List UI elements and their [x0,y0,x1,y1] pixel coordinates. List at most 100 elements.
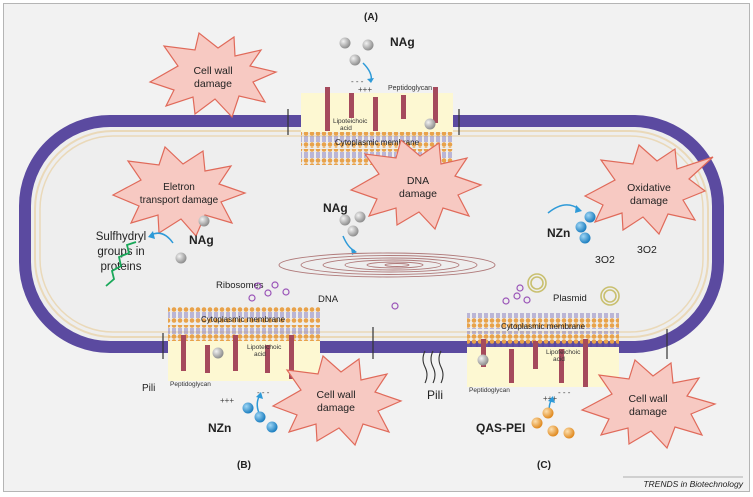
lipoteichoic-rod [289,335,294,379]
panel-a: (A) NAg - - - +++ Peptidoglycan Lipoteic… [287,12,460,165]
nag-particle [349,54,361,66]
peptidoglycan-label-c: Peptidoglycan [469,387,510,394]
nag-particle [175,252,187,264]
burst-label-line-2: damage [399,188,437,200]
nag-particle [424,118,436,130]
ribosome [516,284,524,292]
entry-arrowhead [548,396,555,403]
charge-plus-a: +++ [358,85,372,94]
pilus [430,350,436,384]
burst-label-line-2: transport damage [140,195,219,206]
nzn-particle [575,221,587,233]
nzn-label-bottom: NZn [208,421,231,435]
footer-credit: TRENDS in Biotechnology [643,479,743,489]
charge-plus-c: +++ [543,394,557,403]
ribosome [523,296,531,304]
cell-envelope-panel-c [467,347,619,387]
pilus [438,350,444,384]
dna-loop [278,252,496,278]
dna-loop [366,261,424,269]
ribosome [248,294,256,302]
lipoteichoic-line-2: acid [340,125,352,132]
lipoteichoic-rod [265,345,270,373]
nag-label-center: NAg [323,201,348,215]
lipoteichoic-rod [559,349,564,383]
pilus [422,350,428,384]
qas-pei-particle [547,425,559,437]
pili-label-center: Pili [427,388,443,402]
lipoteichoic-rod [401,95,406,119]
nag-particle [212,347,224,359]
cytoplasmic-membrane-b-upper [168,307,320,323]
nag-particle [339,37,351,49]
burst-label-line-1: Oxidative [627,182,671,194]
burst-shape [580,358,717,450]
qas-pei-label: QAS-PEI [476,421,525,435]
entry-arrowhead [256,392,263,399]
dna-loop [300,255,478,275]
protein-chain [105,241,137,287]
ribosome [502,297,510,305]
qas-pei-particle [542,407,554,419]
ribosome [271,281,279,289]
nzn-particle [266,421,278,433]
dna-loop [322,257,460,273]
ribosome [391,302,399,310]
lipoteichoic-line-1: Lipoteichoic [333,118,368,125]
ribosomes-label: Ribosomes [216,280,264,291]
sulfhydryl-line-3: proteins [101,261,142,273]
nag-particle [477,354,489,366]
burst-label: Eletron transport damage [140,182,219,206]
nag-particle [347,225,359,237]
lipoteichoic-line-1: Lipoteichoic [546,349,581,356]
cytoplasmic-membrane-label-c: Cytoplasmic membrane [501,322,586,331]
nzn-particle [242,402,254,414]
electron-transport-damage-burst: Eletron transport damage [111,145,247,238]
plasmid [530,276,544,290]
charge-minus-b: - - - [257,388,270,397]
antimicrobial-mechanism-diagram: (A) NAg - - - +++ Peptidoglycan Lipoteic… [3,3,750,492]
dna-loop [344,259,442,271]
nzn-particle [584,211,596,223]
lipoteichoic-rod [349,93,354,118]
burst-label-line-1: DNA [407,175,429,187]
burst-label-line-1: Eletron [163,182,195,193]
plasmid [527,273,547,293]
cytoplasmic-membrane-a [301,132,453,148]
sulfhydryl-line-1: Sulfhydryl [96,231,147,243]
plasmids [527,273,620,306]
panel-b-label: (B) [237,460,251,471]
plasmid [603,289,617,303]
nzn-particle [254,411,266,423]
oxygen-label-2: 3O2 [637,244,657,256]
nzn-label-right: NZn [547,226,570,240]
nag-particle [362,39,374,51]
burst-shape [583,143,714,236]
ribosomes [248,281,531,310]
sulfhydryl-line-2: groups in [97,246,144,258]
peptidoglycan-label-b: Peptidoglycan [170,381,211,388]
burst-shape [349,138,483,231]
burst-label-line-1: Cell wall [628,393,667,405]
ribosome [513,292,521,300]
cytoplasmic-membrane-label-b: Cytoplasmic membrane [201,315,286,324]
dna-label: DNA [318,294,339,305]
lipoteichoic-line-1: Lipoteichoic [247,344,282,351]
burst-label-line-1: Cell wall [316,389,355,401]
charge-plus-b: +++ [220,396,234,405]
ribosome [254,282,262,290]
nag-label-left: NAg [189,233,214,247]
burst-label-line-2: damage [194,78,232,90]
